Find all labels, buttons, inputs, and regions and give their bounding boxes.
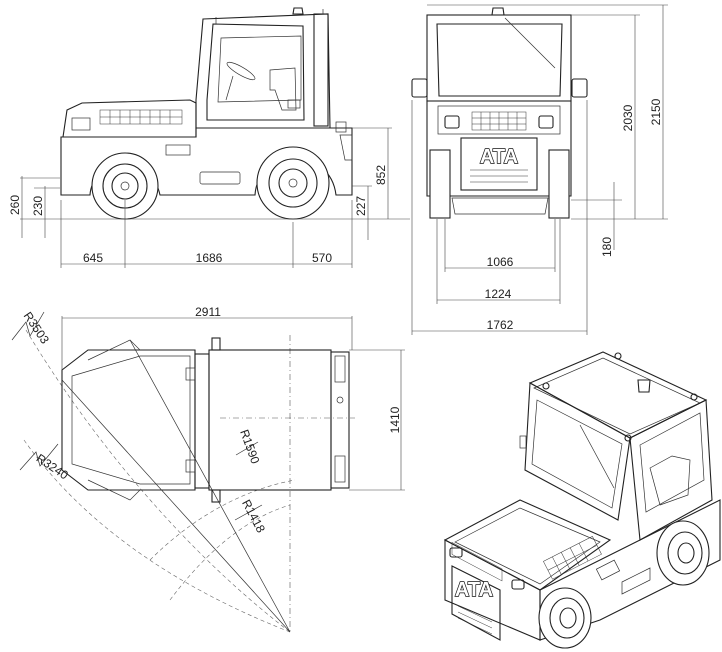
- dim-rear-low: 227: [354, 196, 368, 216]
- rear-wheel-icon: [256, 146, 330, 220]
- cab-roof: [208, 349, 332, 491]
- left-mirror-icon: [411, 78, 428, 98]
- isometric-view: ATA: [443, 351, 721, 649]
- windscreen: [436, 23, 563, 97]
- dim-height-overall: 2150: [649, 98, 663, 125]
- beacon-light-icon: [292, 7, 304, 15]
- dim-track-outer: 1224: [485, 287, 512, 301]
- iso-windscreen: [531, 399, 623, 509]
- radius-leader-mid: [19, 443, 59, 471]
- right-mirror-icon: [571, 78, 588, 98]
- dim-track-inner: 1066: [487, 255, 514, 269]
- side-view: 645 1686 570 852 260 230 227: [8, 7, 410, 268]
- front-wheel-icon: [91, 152, 159, 220]
- dim-front-low: 260: [8, 195, 22, 215]
- front-view: ATA 1066 1224 1762 2030 2150 180: [411, 4, 668, 335]
- dim-radius-outer: R3503: [21, 309, 53, 346]
- left-front-tire: [429, 149, 451, 219]
- front-beacon-icon: [491, 7, 505, 16]
- dim-body-width: 1410: [388, 406, 402, 433]
- steering-wheel-icon: [226, 61, 256, 81]
- iso-rear-wheel-icon: [656, 520, 710, 586]
- dim-overall-width: 1762: [487, 318, 514, 332]
- iso-right-headlight-icon: [511, 579, 525, 590]
- wiper-icon: [504, 17, 556, 69]
- dim-radius-min: R1418: [239, 497, 268, 535]
- top-view: 2911 1410 R3503 R3240 R1590 R1418: [11, 305, 405, 633]
- iso-hood: [443, 499, 612, 591]
- iso-front-wheel-icon: [538, 587, 592, 649]
- right-front-tire: [548, 149, 570, 219]
- right-headlight-icon: [538, 115, 554, 129]
- dim-radius-inner: R1590: [237, 428, 262, 466]
- dim-wheelbase: 1686: [196, 251, 223, 265]
- dim-overall-length: 2911: [195, 305, 221, 319]
- dim-front-overhang: 645: [83, 251, 103, 265]
- dim-front-low2: 230: [31, 196, 45, 216]
- dim-rear-overhang: 570: [312, 251, 332, 265]
- iso-logo: ATA: [455, 579, 493, 601]
- iso-seat-icon: [649, 455, 691, 506]
- iso-left-headlight-icon: [449, 547, 463, 558]
- iso-beacon-icon: [637, 379, 651, 393]
- front-logo: ATA: [480, 146, 518, 168]
- dim-radius-mid: R3240: [34, 451, 71, 483]
- radius-leader-outer: [11, 311, 45, 341]
- iso-wiper-icon: [579, 424, 615, 489]
- dim-ground-clearance: 180: [600, 237, 614, 257]
- left-headlight-icon: [444, 115, 460, 129]
- dim-hitch-height: 852: [374, 165, 388, 185]
- dim-height-cab: 2030: [621, 104, 635, 131]
